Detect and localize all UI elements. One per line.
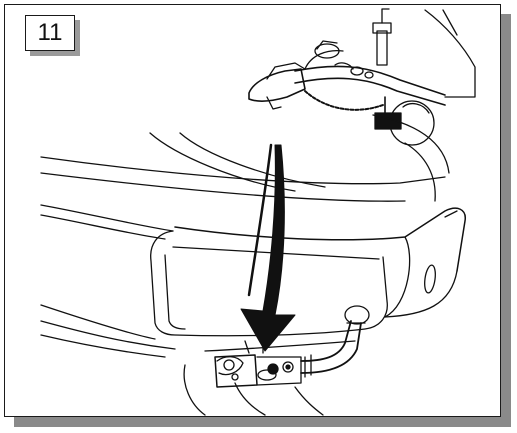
- assembly-illustration: [40, 8, 476, 416]
- step-number: 11: [25, 15, 75, 51]
- tow-hitch-ball-icon: [214, 305, 370, 388]
- instruction-frame: 11: [4, 4, 501, 417]
- step-number-badge: 11: [25, 15, 80, 56]
- trailer-hitch-icon: [248, 8, 476, 146]
- curved-arrow-down-icon: [240, 143, 296, 352]
